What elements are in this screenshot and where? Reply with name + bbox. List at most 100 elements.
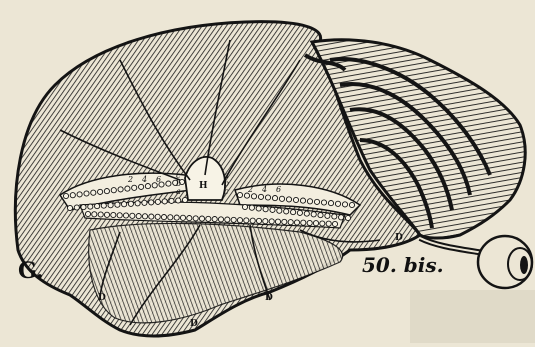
bead	[320, 221, 325, 226]
figure-letter: G.	[18, 258, 44, 284]
bead	[307, 199, 312, 204]
bead	[318, 213, 323, 218]
bead	[199, 216, 204, 221]
bead	[301, 220, 306, 225]
label-left-a: a	[176, 187, 181, 196]
label-left-num-6: 6	[156, 175, 161, 184]
eye-pupil	[520, 256, 528, 274]
bead	[122, 202, 127, 207]
bead	[118, 187, 123, 192]
bead	[250, 218, 255, 223]
bead	[169, 198, 174, 203]
label-right-num-4: 4	[261, 185, 267, 194]
bead	[128, 201, 133, 206]
bead	[249, 205, 254, 210]
bead	[300, 198, 305, 203]
bead	[325, 213, 330, 218]
bead	[279, 196, 284, 201]
bead	[282, 219, 287, 224]
bead	[101, 203, 106, 208]
label-d-right: D	[395, 233, 403, 243]
bead	[244, 218, 249, 223]
bead	[149, 200, 154, 205]
label-d-left: D	[98, 293, 106, 303]
bead	[349, 202, 354, 207]
label-d-bottom: D	[190, 319, 198, 329]
bead	[237, 192, 242, 197]
bead	[162, 199, 167, 204]
label-d-middle: D	[265, 293, 273, 303]
bead	[142, 214, 147, 219]
bead	[149, 214, 154, 219]
bead	[174, 215, 179, 220]
bead	[307, 220, 312, 225]
bead	[98, 212, 103, 217]
bead	[108, 203, 113, 208]
bead	[332, 214, 337, 219]
bead	[136, 214, 141, 219]
bead	[256, 206, 261, 211]
bead	[328, 201, 333, 206]
bead	[81, 205, 86, 210]
bead	[74, 205, 79, 210]
bead	[67, 205, 72, 210]
bead	[145, 184, 150, 189]
label-left-num-4: 4	[141, 175, 147, 184]
bead	[139, 184, 144, 189]
bead	[77, 192, 82, 197]
bead	[176, 198, 181, 203]
label-right-num-2: 2	[247, 185, 253, 194]
bead	[286, 197, 291, 202]
bead	[193, 216, 198, 221]
bead	[125, 186, 130, 191]
bead	[277, 208, 282, 213]
bead	[111, 212, 116, 217]
bead	[70, 193, 75, 198]
bead	[115, 202, 120, 207]
bead	[263, 219, 268, 224]
bead	[104, 212, 109, 217]
bead	[92, 212, 97, 217]
bead	[242, 204, 247, 209]
bead	[212, 217, 217, 222]
bead	[104, 189, 109, 194]
bead	[130, 213, 135, 218]
bead	[206, 216, 211, 221]
bead	[187, 216, 192, 221]
bead	[297, 210, 302, 215]
bead	[321, 200, 326, 205]
bead	[218, 217, 223, 222]
bead	[326, 221, 331, 226]
bead	[182, 197, 187, 202]
bead	[263, 207, 268, 212]
bead	[225, 217, 230, 222]
bead	[251, 194, 256, 199]
bead	[265, 195, 270, 200]
bead	[304, 211, 309, 216]
bead	[313, 221, 318, 226]
bead	[314, 199, 319, 204]
bead	[135, 201, 140, 206]
bead	[288, 220, 293, 225]
bead	[258, 194, 263, 199]
label-right-c: c	[224, 187, 229, 196]
bead	[311, 212, 316, 217]
bead	[168, 215, 173, 220]
bead	[95, 204, 100, 209]
bead	[84, 191, 89, 196]
bead	[132, 185, 137, 190]
bead	[294, 220, 299, 225]
bead	[85, 211, 90, 216]
bead	[272, 196, 277, 201]
bead	[91, 190, 96, 195]
bead	[342, 202, 347, 207]
bead	[339, 215, 344, 220]
bead	[63, 193, 68, 198]
bead	[88, 204, 93, 209]
bead	[293, 197, 298, 202]
bead	[142, 200, 147, 205]
bead	[332, 221, 337, 226]
bead	[345, 215, 350, 220]
